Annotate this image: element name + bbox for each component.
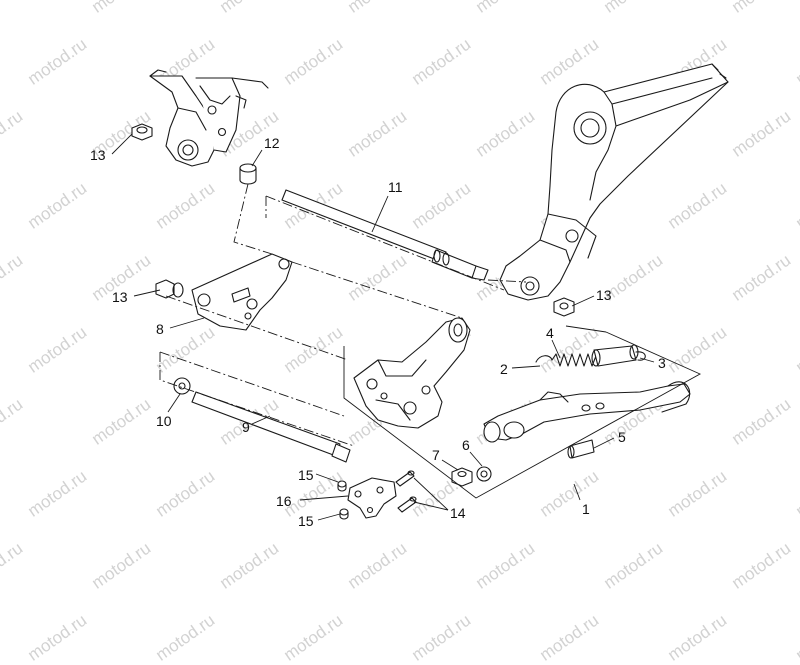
- watermark-text: motod.ru: [664, 610, 731, 665]
- callout-16: 16: [276, 493, 292, 509]
- watermark-text: motod.ru: [408, 610, 475, 665]
- callout-7: 7: [432, 447, 440, 463]
- watermark-text: motod.ru: [280, 610, 347, 665]
- assembly-lines: [159, 183, 527, 447]
- side-stand-part-1: [483, 381, 691, 443]
- callout-15-bottom: 15: [298, 513, 314, 529]
- screw-part-14-b: [397, 496, 417, 513]
- callout-8: 8: [156, 321, 164, 337]
- watermark-text: motod.ru: [152, 610, 219, 665]
- nut-part-13-right: [553, 297, 575, 317]
- callout-9: 9: [242, 419, 250, 435]
- pin-part-5: [567, 439, 595, 459]
- callout-13-top: 13: [90, 147, 106, 163]
- callout-12: 12: [264, 135, 280, 151]
- callout-14: 14: [450, 505, 466, 521]
- spring-cover-part-4: [591, 344, 639, 367]
- callout-15-top: 15: [298, 467, 314, 483]
- callout-6: 6: [462, 437, 470, 453]
- callout-4: 4: [546, 325, 554, 341]
- spring-hook-part-3: [635, 351, 646, 361]
- watermark-text: motod.ru: [536, 610, 603, 665]
- spring-part-2: [535, 353, 597, 367]
- bolt-part-9: [191, 391, 351, 463]
- watermark-text: motod.ru: [792, 610, 800, 665]
- nut-part-7: [451, 467, 473, 487]
- callout-11: 11: [388, 179, 403, 195]
- shaft-part-11: [281, 189, 489, 281]
- watermark-text: motod.ru: [24, 610, 91, 665]
- callout-1: 1: [582, 501, 590, 517]
- callout-13-right: 13: [596, 287, 612, 303]
- exploded-view-drawing: [111, 63, 729, 521]
- screw-part-15-top: [337, 480, 347, 492]
- callout-5: 5: [618, 429, 626, 445]
- washer-part-10: [173, 377, 191, 395]
- mounting-plate-part-8: [191, 253, 293, 331]
- callout-2: 2: [500, 361, 508, 377]
- nut-part-13-top: [131, 123, 153, 141]
- washer-part-6: [476, 466, 492, 482]
- sensor-switch-part-16: [347, 477, 397, 519]
- spacer-part-12: [239, 163, 257, 185]
- screw-part-15-bottom: [339, 508, 349, 520]
- leader-lines: [111, 133, 655, 521]
- frame-bracket-left: [149, 69, 269, 167]
- callout-13-mid: 13: [112, 289, 128, 305]
- screw-part-14-a: [395, 470, 415, 487]
- stand-bracket: [353, 317, 471, 429]
- assembly-group-outline: [343, 325, 702, 499]
- nut-part-13-mid: [155, 279, 184, 299]
- callout-3: 3: [658, 355, 666, 371]
- callout-10: 10: [156, 413, 172, 429]
- frame-arm-right: [499, 63, 729, 301]
